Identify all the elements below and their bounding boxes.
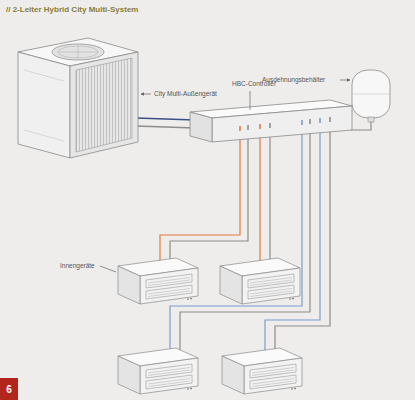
figure-number: 6 [6,384,12,395]
diagram-title: // 2-Leiter Hybrid City Multi-System [6,5,138,14]
callout-label: Innengeräte [60,262,95,269]
callout-label: Ausdehnungsbehälter [262,76,325,83]
indoor-pipes [160,125,330,356]
expansion-tank [352,70,390,122]
hbc-controller [190,100,352,142]
leader-lines [100,80,350,272]
figure-number-box: 6 [0,378,18,400]
tank-pipe [350,122,371,130]
callout-label: City Multi-Außengerät [154,90,217,97]
outdoor-unit [18,38,138,158]
indoor-units [118,258,302,394]
refrigerant-pipes [136,118,195,128]
